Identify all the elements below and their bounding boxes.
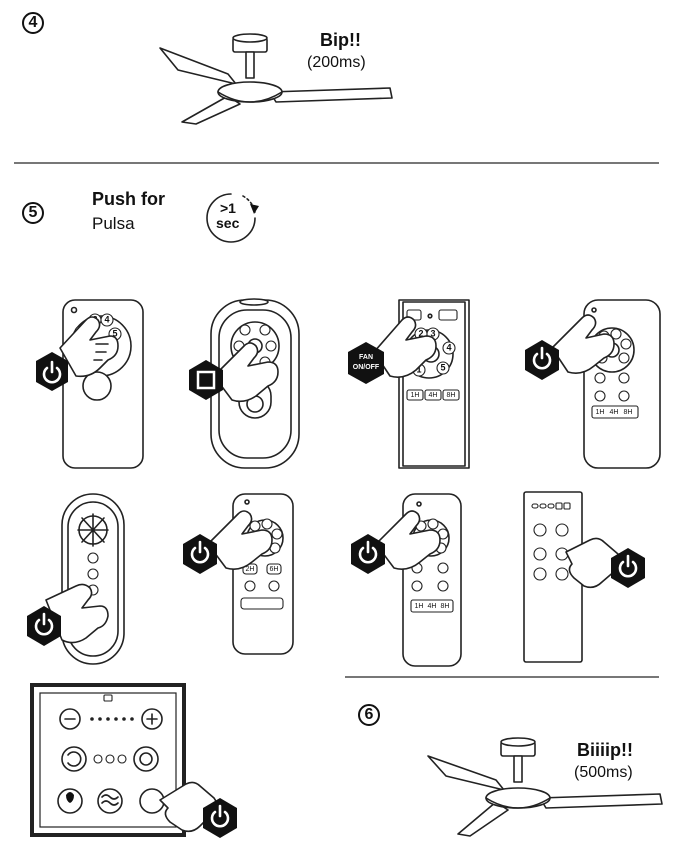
svg-text:1: 1 — [416, 364, 421, 374]
timer-bottom-text: sec — [216, 215, 240, 231]
power-hexagon-4 — [525, 340, 559, 380]
fan-onoff-line1: FAN — [359, 354, 373, 361]
step-6-number: 6 — [358, 704, 380, 726]
svg-text:8H: 8H — [624, 409, 633, 416]
step-4-number: 4 — [22, 12, 44, 34]
power-icon-wall — [210, 804, 230, 828]
section-divider-step6 — [345, 676, 659, 678]
svg-text:1H: 1H — [415, 603, 424, 610]
step4-duration-text: (200ms) — [307, 54, 366, 71]
timer-icon — [206, 193, 259, 243]
svg-text:4: 4 — [446, 342, 451, 352]
section-divider — [14, 162, 659, 164]
power-icon-5 — [34, 612, 54, 636]
svg-text:5: 5 — [440, 362, 445, 372]
fan-onoff-hexagon — [348, 342, 384, 384]
power-hexagon-6 — [183, 534, 217, 574]
svg-text:2H: 2H — [246, 566, 255, 573]
svg-text:3: 3 — [430, 328, 435, 338]
wall-control-panel — [30, 683, 186, 837]
svg-text:1H: 1H — [411, 392, 420, 399]
stop-hexagon — [189, 360, 223, 400]
power-icon-1 — [42, 360, 62, 384]
svg-text:6H: 6H — [270, 566, 279, 573]
power-icon-6 — [190, 540, 210, 564]
power-hexagon-wall — [203, 798, 237, 838]
svg-text:5: 5 — [112, 328, 117, 338]
svg-text:8H: 8H — [447, 392, 456, 399]
power-hexagon-8 — [611, 548, 645, 588]
power-hexagon-5 — [27, 606, 61, 646]
svg-text:1H: 1H — [596, 409, 605, 416]
stop-square-icon — [196, 370, 216, 390]
ceiling-fan-illustration-step4 — [159, 33, 393, 125]
push-for-label: Push for — [92, 189, 166, 209]
step4-sound-text: Bip!! — [320, 30, 361, 50]
timer-top-text: >1 — [220, 200, 236, 216]
pulsa-label: Pulsa — [92, 214, 135, 233]
svg-text:8H: 8H — [441, 603, 450, 610]
step-5-number: 5 — [22, 202, 44, 224]
svg-text:4: 4 — [104, 314, 109, 324]
power-hexagon-7 — [351, 534, 385, 574]
svg-text:4H: 4H — [429, 392, 438, 399]
step6-sound-text: Biiiip!! — [577, 740, 633, 760]
fan-onoff-line2: ON/OFF — [353, 364, 380, 371]
svg-text:4H: 4H — [428, 603, 437, 610]
svg-text:2: 2 — [418, 328, 423, 338]
step6-duration-text: (500ms) — [574, 764, 633, 781]
power-icon-7 — [358, 540, 378, 564]
power-icon-4 — [532, 346, 552, 370]
svg-text:4H: 4H — [610, 409, 619, 416]
power-icon-8 — [618, 554, 638, 578]
